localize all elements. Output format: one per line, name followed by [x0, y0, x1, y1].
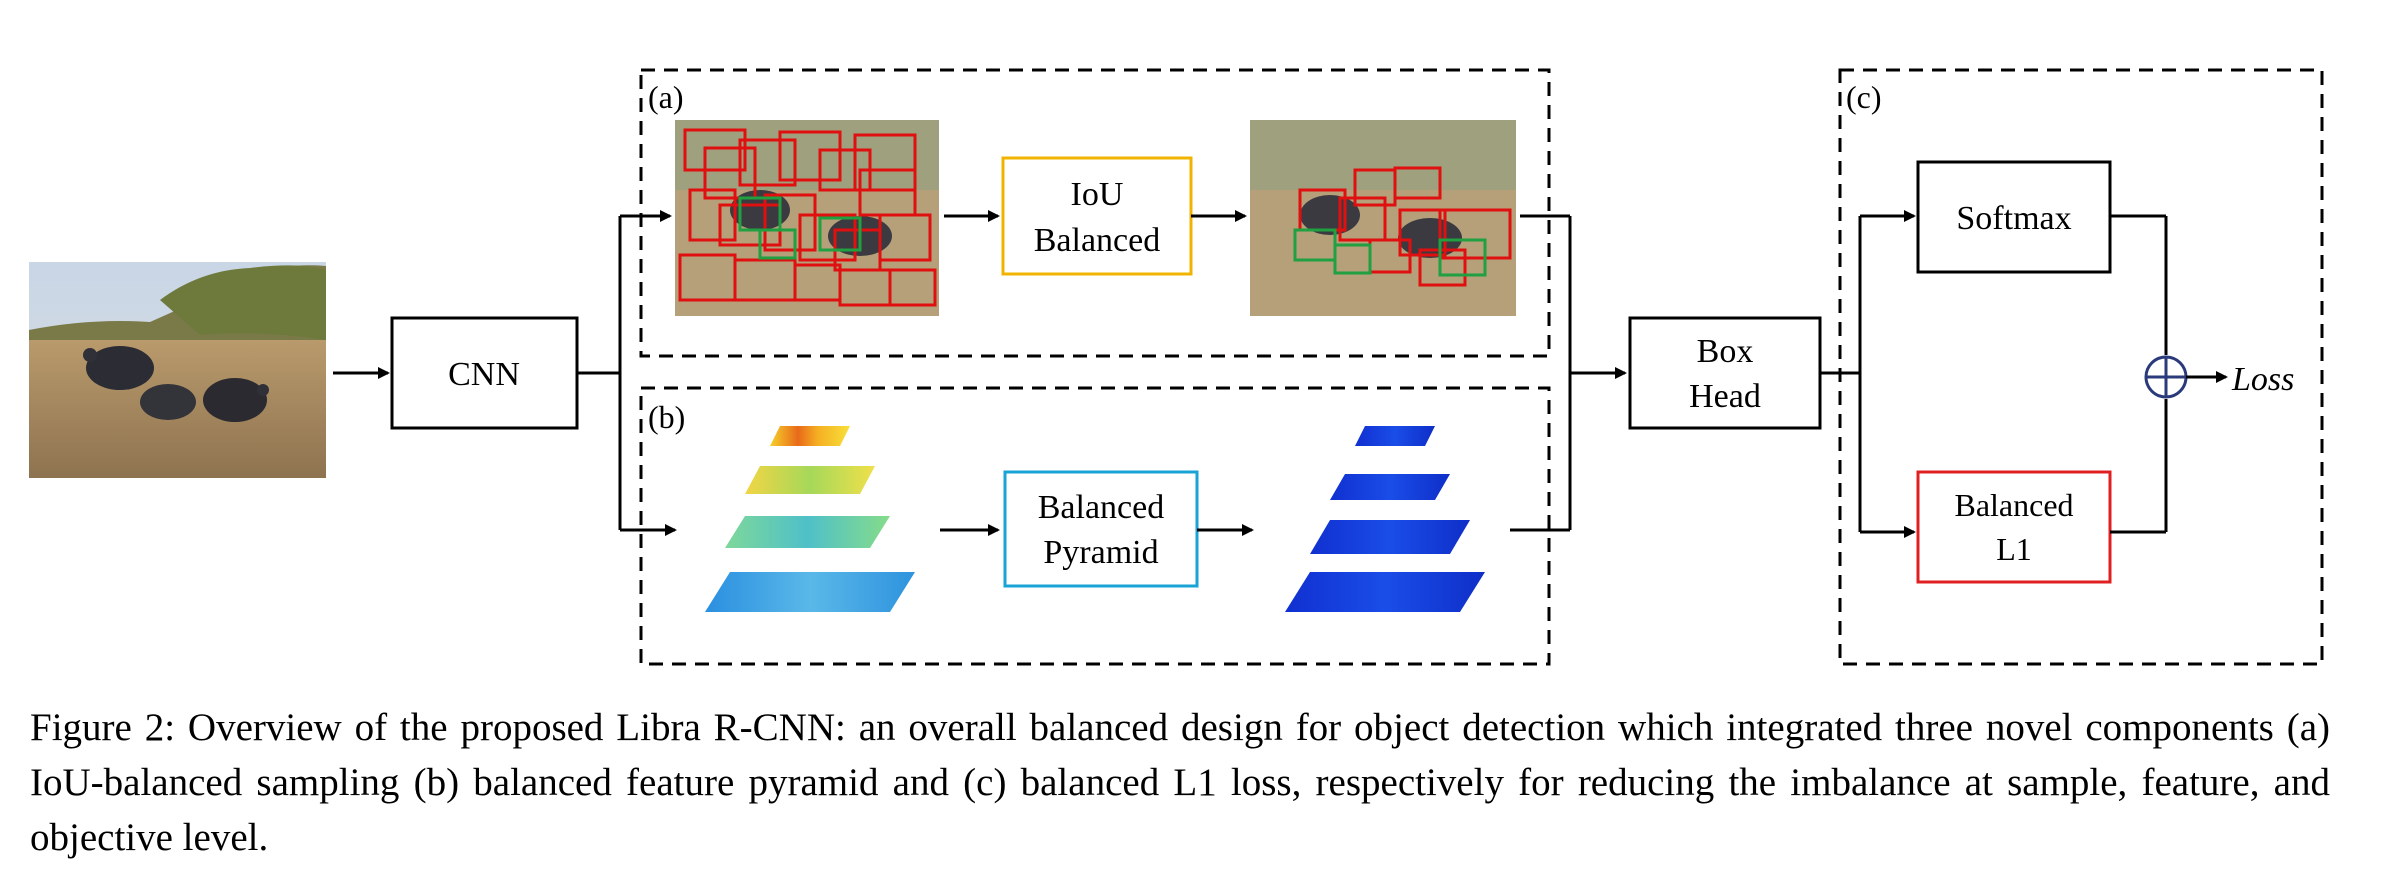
balanced-pyramid-line1: Balanced — [1038, 489, 1165, 526]
balanced-pyramid-box — [1003, 470, 1199, 588]
box-head-line1: Box — [1697, 333, 1754, 370]
balanced-l1-line2: L1 — [1996, 531, 2032, 567]
box-head-line2: Head — [1689, 378, 1761, 415]
panel-b-frame — [639, 386, 1551, 666]
sample-image-after — [1250, 120, 1516, 316]
input-image — [29, 262, 326, 478]
balanced-l1-box — [1916, 470, 2112, 584]
softmax-box — [1916, 160, 2112, 274]
figure-caption: Figure 2: Overview of the proposed Libra… — [30, 706, 2330, 859]
panel-b-label: (b) — [648, 399, 685, 435]
panel-a-label: (a) — [648, 79, 684, 115]
panel-c-label: (c) — [1846, 79, 1882, 115]
cnn-label: CNN — [448, 356, 520, 393]
feature-pyramid-before — [705, 426, 915, 612]
iou-balanced-line2: Balanced — [1034, 222, 1161, 259]
feature-pyramid-after — [1285, 426, 1485, 612]
balanced-l1-line1: Balanced — [1954, 487, 2073, 523]
diagram: CNN (a) — [29, 68, 2324, 666]
panel-c-frame — [1838, 68, 2324, 666]
sample-image-before — [675, 120, 939, 316]
cnn-split-connector — [577, 216, 622, 530]
merge-connector — [1510, 214, 1572, 532]
softmax-label: Softmax — [1956, 200, 2071, 237]
sum-connector — [2110, 214, 2168, 534]
iou-balanced-box — [1001, 156, 1193, 276]
balanced-pyramid-line2: Pyramid — [1043, 534, 1158, 571]
sum-node-icon — [2144, 355, 2188, 399]
panel-a-frame — [639, 68, 1551, 358]
loss-label: Loss — [2231, 361, 2294, 398]
iou-balanced-line1: IoU — [1071, 176, 1124, 213]
